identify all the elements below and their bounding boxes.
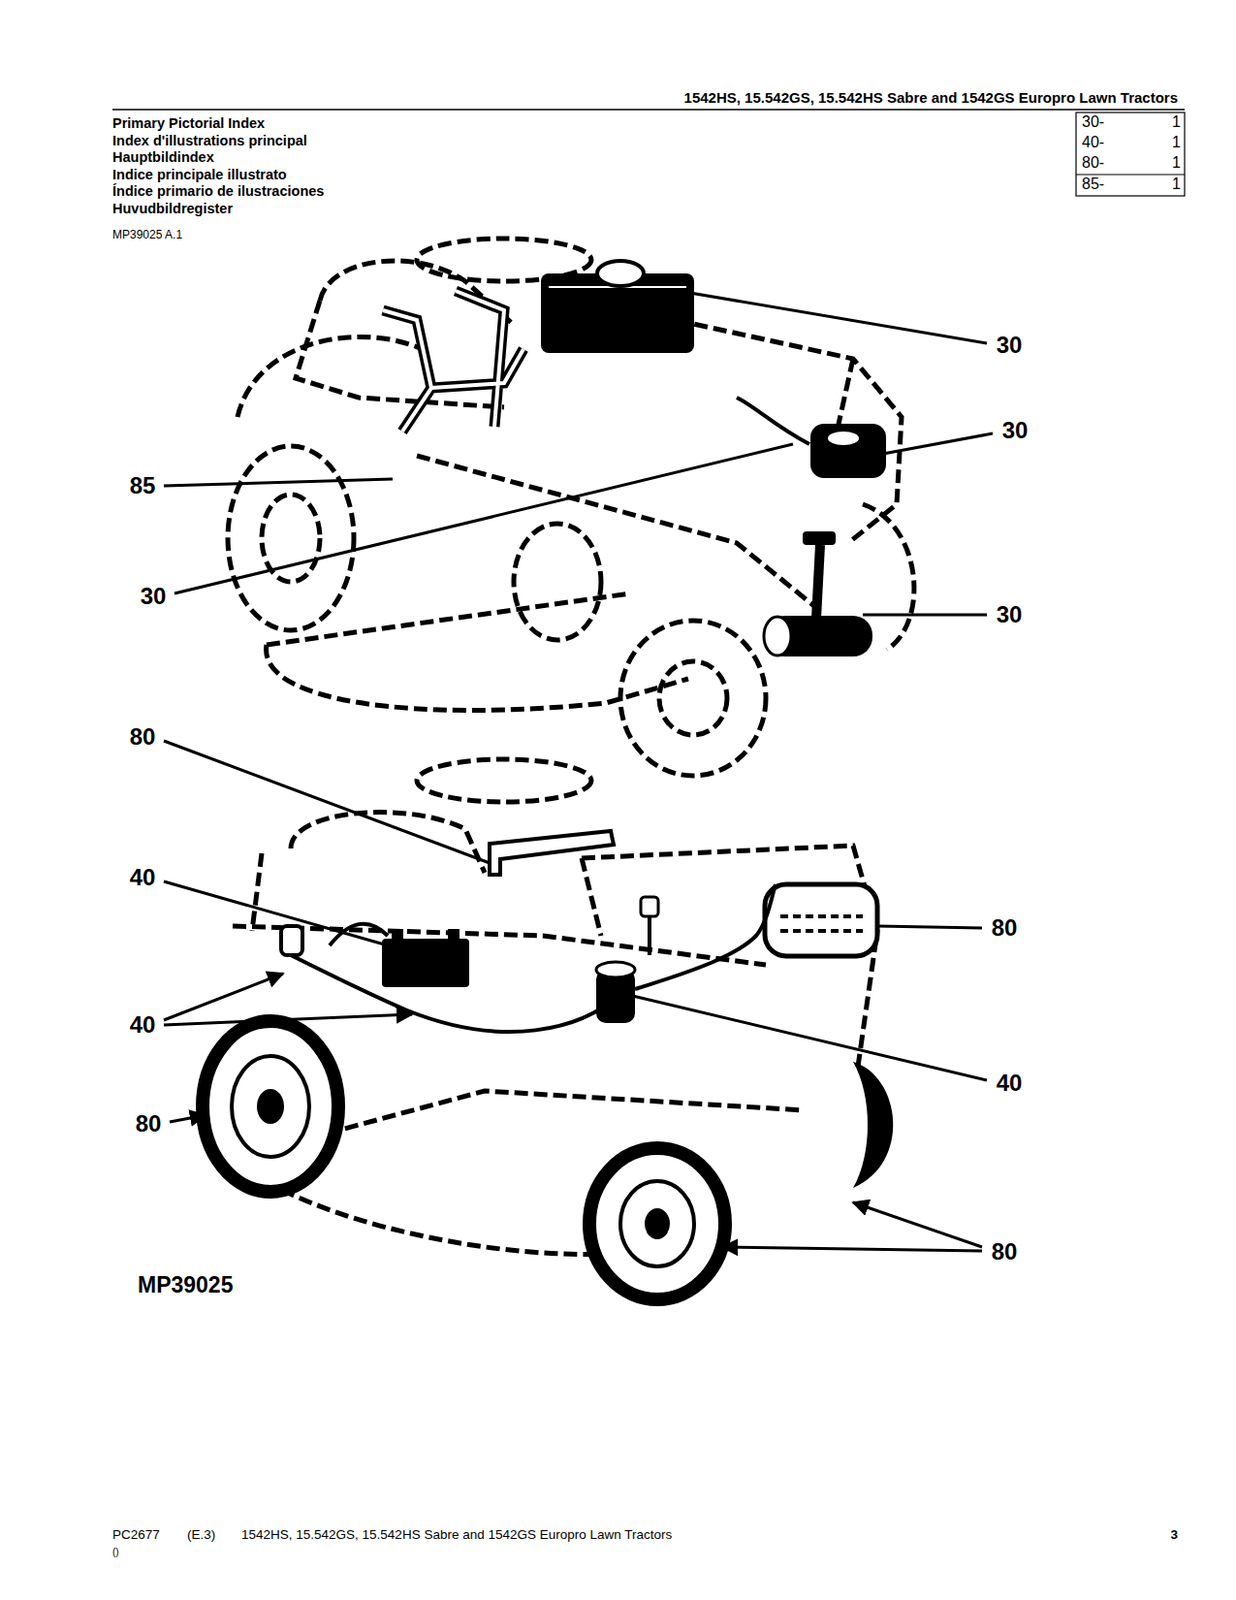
- index-heading: Hauptbildindex: [112, 149, 215, 166]
- callout-number: 40: [994, 1069, 1025, 1097]
- callout-number: 30: [138, 582, 169, 610]
- callout-number: 85: [127, 472, 159, 500]
- index-heading: Indice principale illustrato: [112, 166, 287, 184]
- table-cell: 1: [1172, 175, 1181, 193]
- table-cell: 80-: [1081, 154, 1105, 172]
- callout-number: 40: [127, 1011, 159, 1039]
- callout-number: 80: [989, 1237, 1020, 1266]
- table-cell: 1: [1172, 133, 1181, 152]
- index-heading: Index d'illustrations principal: [112, 132, 308, 150]
- table-cell: 85-: [1081, 175, 1105, 193]
- table-cell: 30-: [1081, 113, 1105, 131]
- footer-text: (): [112, 1546, 120, 1558]
- callout-number: 30: [994, 331, 1025, 359]
- figure-reference: MP39025 A.1: [112, 228, 183, 243]
- callout-number: 40: [127, 863, 159, 891]
- table-cell: 1: [1172, 113, 1181, 131]
- page-header: 1542HS, 15.542GS, 15.542HS Sabre and 154…: [684, 89, 1178, 106]
- table-cell: 1: [1172, 154, 1181, 172]
- callout-number: 80: [133, 1109, 164, 1138]
- footer-text: 1542HS, 15.542GS, 15.542HS Sabre and 154…: [241, 1526, 672, 1543]
- callout-number: 80: [989, 914, 1020, 942]
- callout-number: 30: [1000, 416, 1031, 444]
- index-heading: Índice primario de ilustraciones: [112, 183, 324, 200]
- callout-number: 30: [994, 601, 1025, 629]
- index-heading: Huvudbildregister: [112, 200, 233, 218]
- callout-number: 80: [127, 723, 159, 751]
- index-heading: Primary Pictorial Index: [112, 115, 265, 132]
- figure-number: MP39025: [137, 1271, 233, 1298]
- footer-text: (E.3): [187, 1526, 216, 1543]
- page-number: 3: [1170, 1526, 1178, 1543]
- footer-text: PC2677: [112, 1526, 160, 1543]
- table-cell: 40-: [1081, 133, 1105, 152]
